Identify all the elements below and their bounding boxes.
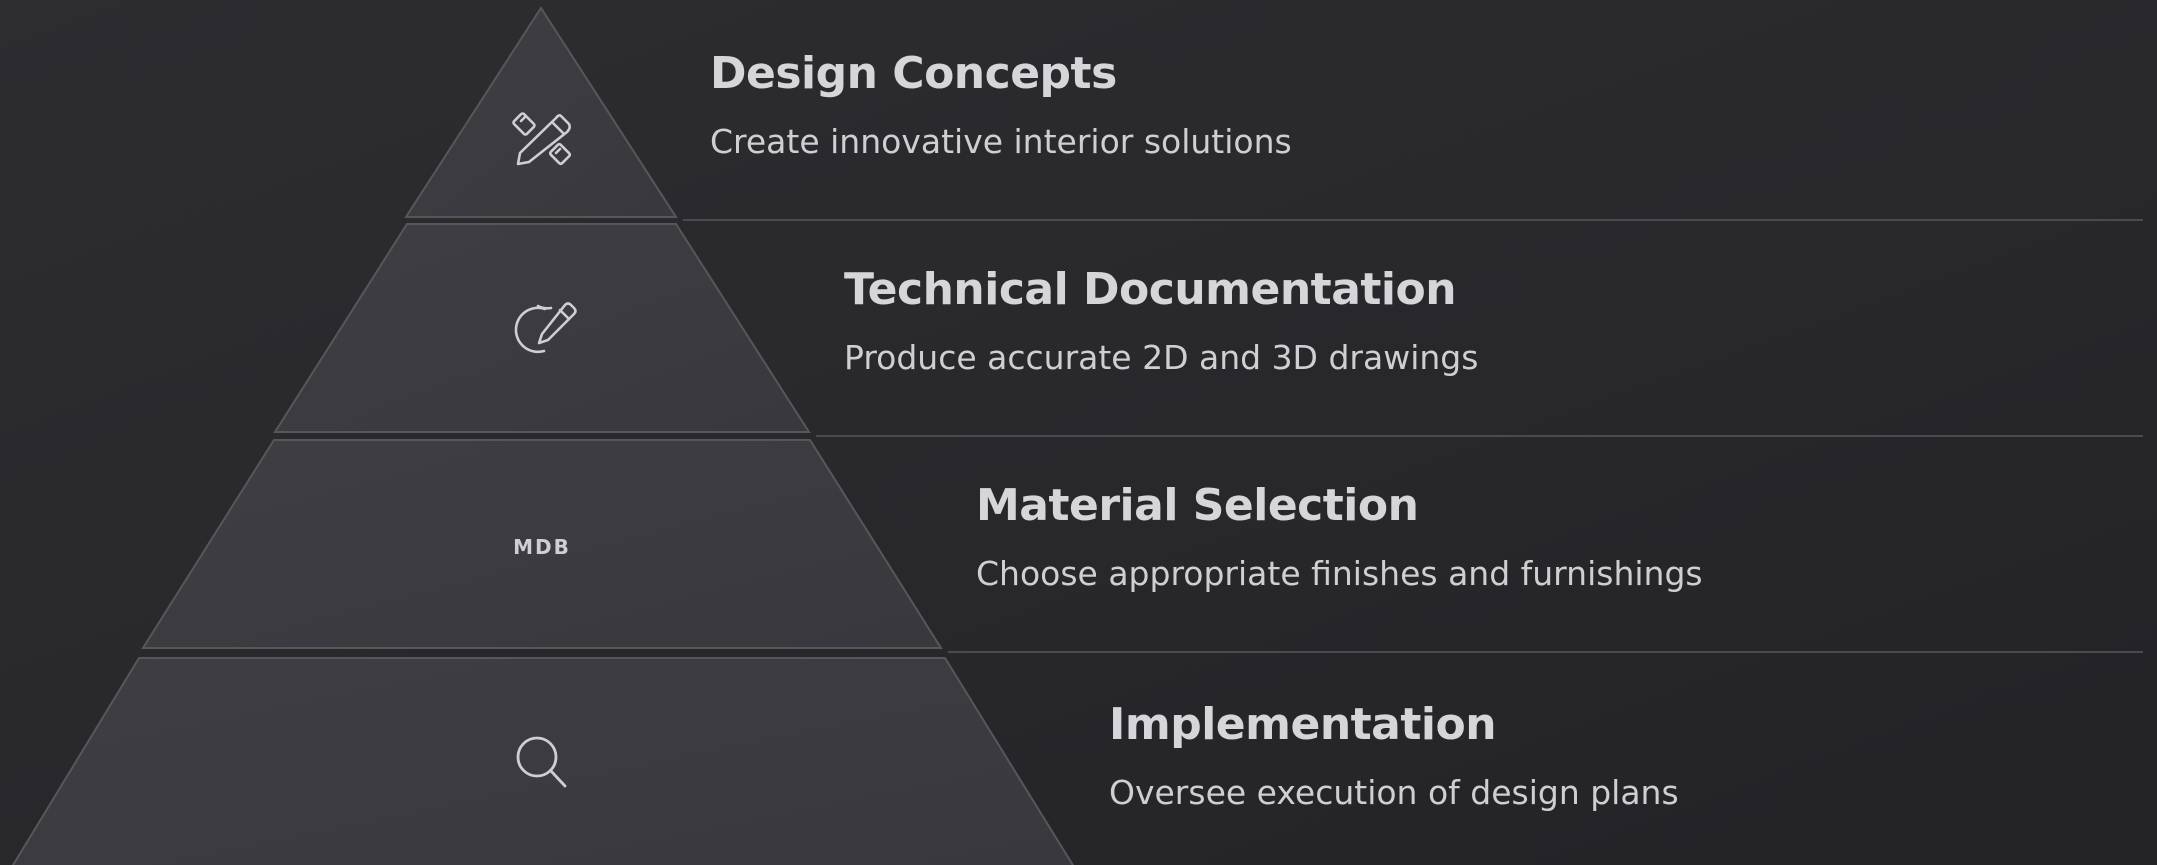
- pyramid-tier-3: [141, 439, 943, 649]
- level-1-description: Create innovative interior solutions: [710, 122, 1292, 161]
- pencil-ruler-icon: [512, 112, 572, 166]
- pyramid-tier-1: [404, 6, 678, 218]
- level-1-title: Design Concepts: [710, 48, 1117, 99]
- level-4-text: Implementation Oversee execution of desi…: [1109, 699, 1679, 812]
- level-2-text: Technical Documentation Produce accurate…: [844, 264, 1479, 377]
- pyramid-tier-2: [273, 223, 811, 433]
- pyramid-tier-4: [11, 657, 1075, 865]
- edit-circle-icon: [514, 302, 577, 354]
- mdb-logo: MDB: [513, 535, 571, 559]
- level-2-title: Technical Documentation: [844, 264, 1457, 315]
- level-4-description: Oversee execution of design plans: [1109, 773, 1679, 812]
- level-3-description: Choose appropriate finishes and furnishi…: [976, 554, 1703, 593]
- level-3-title: Material Selection: [976, 480, 1419, 531]
- level-4-title: Implementation: [1109, 699, 1497, 750]
- level-3-text: Material Selection Choose appropriate fi…: [976, 480, 1703, 593]
- search-icon: [516, 736, 567, 788]
- level-2-description: Produce accurate 2D and 3D drawings: [844, 338, 1479, 377]
- level-1-text: Design Concepts Create innovative interi…: [710, 48, 1292, 161]
